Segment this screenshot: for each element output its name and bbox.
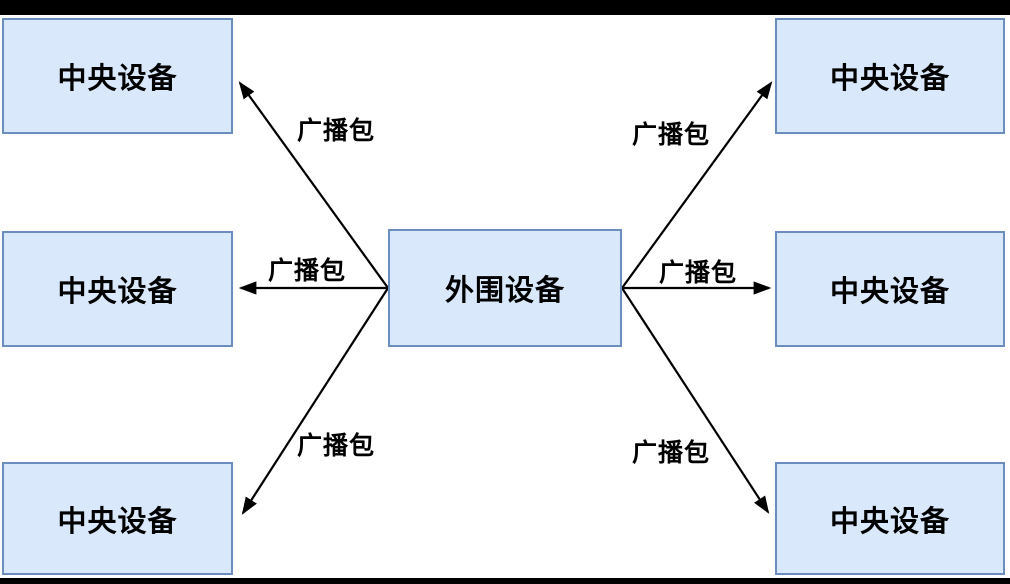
top-letterbox-bar — [0, 0, 1010, 15]
node-central-device-top-left: 中央设备 — [2, 18, 233, 134]
node-peripheral-device: 外围设备 — [388, 229, 622, 347]
node-label: 中央设备 — [57, 61, 178, 95]
node-label: 中央设备 — [829, 274, 950, 308]
node-label: 中央设备 — [57, 503, 178, 538]
node-central-device-bottom-left: 中央设备 — [2, 462, 233, 575]
node-central-device-middle-right: 中央设备 — [775, 231, 1005, 347]
edge-label-broadcast-bottom-left: 广播包 — [296, 431, 376, 460]
bottom-letterbox-bar — [0, 578, 1010, 584]
edge-label-broadcast-bottom-right: 广播包 — [631, 438, 711, 467]
node-label: 外围设备 — [444, 273, 565, 307]
node-label: 中央设备 — [57, 274, 178, 308]
node-central-device-top-right: 中央设备 — [775, 18, 1005, 134]
node-label: 中央设备 — [829, 503, 950, 538]
edge-label-broadcast-top-right: 广播包 — [631, 120, 711, 149]
arrow-broadcast-bottom-right — [621, 287, 770, 514]
node-label: 中央设备 — [829, 61, 950, 95]
node-central-device-bottom-right: 中央设备 — [775, 462, 1005, 575]
arrow-broadcast-bottom-left — [241, 287, 389, 515]
edge-label-broadcast-middle-left: 广播包 — [267, 256, 347, 285]
edge-label-broadcast-top-left: 广播包 — [296, 116, 376, 145]
edge-label-broadcast-middle-right: 广播包 — [658, 258, 738, 287]
node-central-device-middle-left: 中央设备 — [2, 231, 233, 347]
